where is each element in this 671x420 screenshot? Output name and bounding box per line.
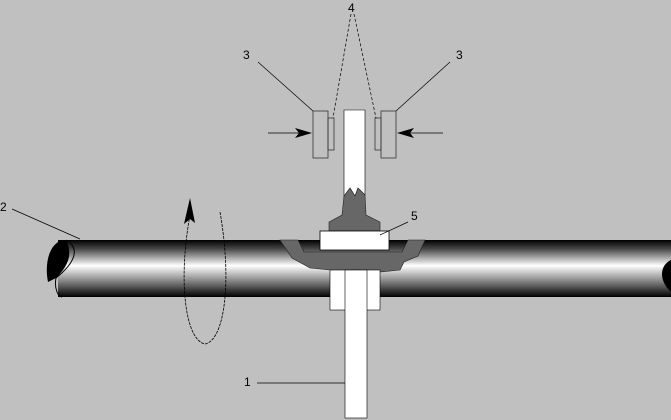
label-rod: 1 — [244, 375, 251, 389]
label-electrode-right: 3 — [456, 48, 463, 62]
label-plate: 5 — [411, 209, 418, 223]
force-arrow-right — [397, 128, 443, 138]
rod — [329, 109, 381, 419]
pipe-left-end — [46, 240, 70, 282]
pipe-right-end — [661, 260, 671, 292]
plate — [319, 230, 390, 251]
label-contacts: 4 — [348, 1, 355, 15]
label-pipe: 2 — [0, 200, 7, 214]
weld-bead — [328, 187, 381, 232]
arrowhead-icon — [295, 128, 312, 138]
force-arrow-left — [268, 128, 312, 138]
electrode-left — [312, 110, 335, 159]
leader-lines — [11, 13, 451, 384]
label-electrode-left: 3 — [243, 48, 250, 62]
electrode-right — [374, 110, 397, 159]
weld-pool — [279, 239, 426, 275]
rotation-arrowhead-icon — [184, 198, 195, 224]
rotation-arrow — [183, 198, 227, 345]
arrowhead-icon — [397, 128, 414, 138]
